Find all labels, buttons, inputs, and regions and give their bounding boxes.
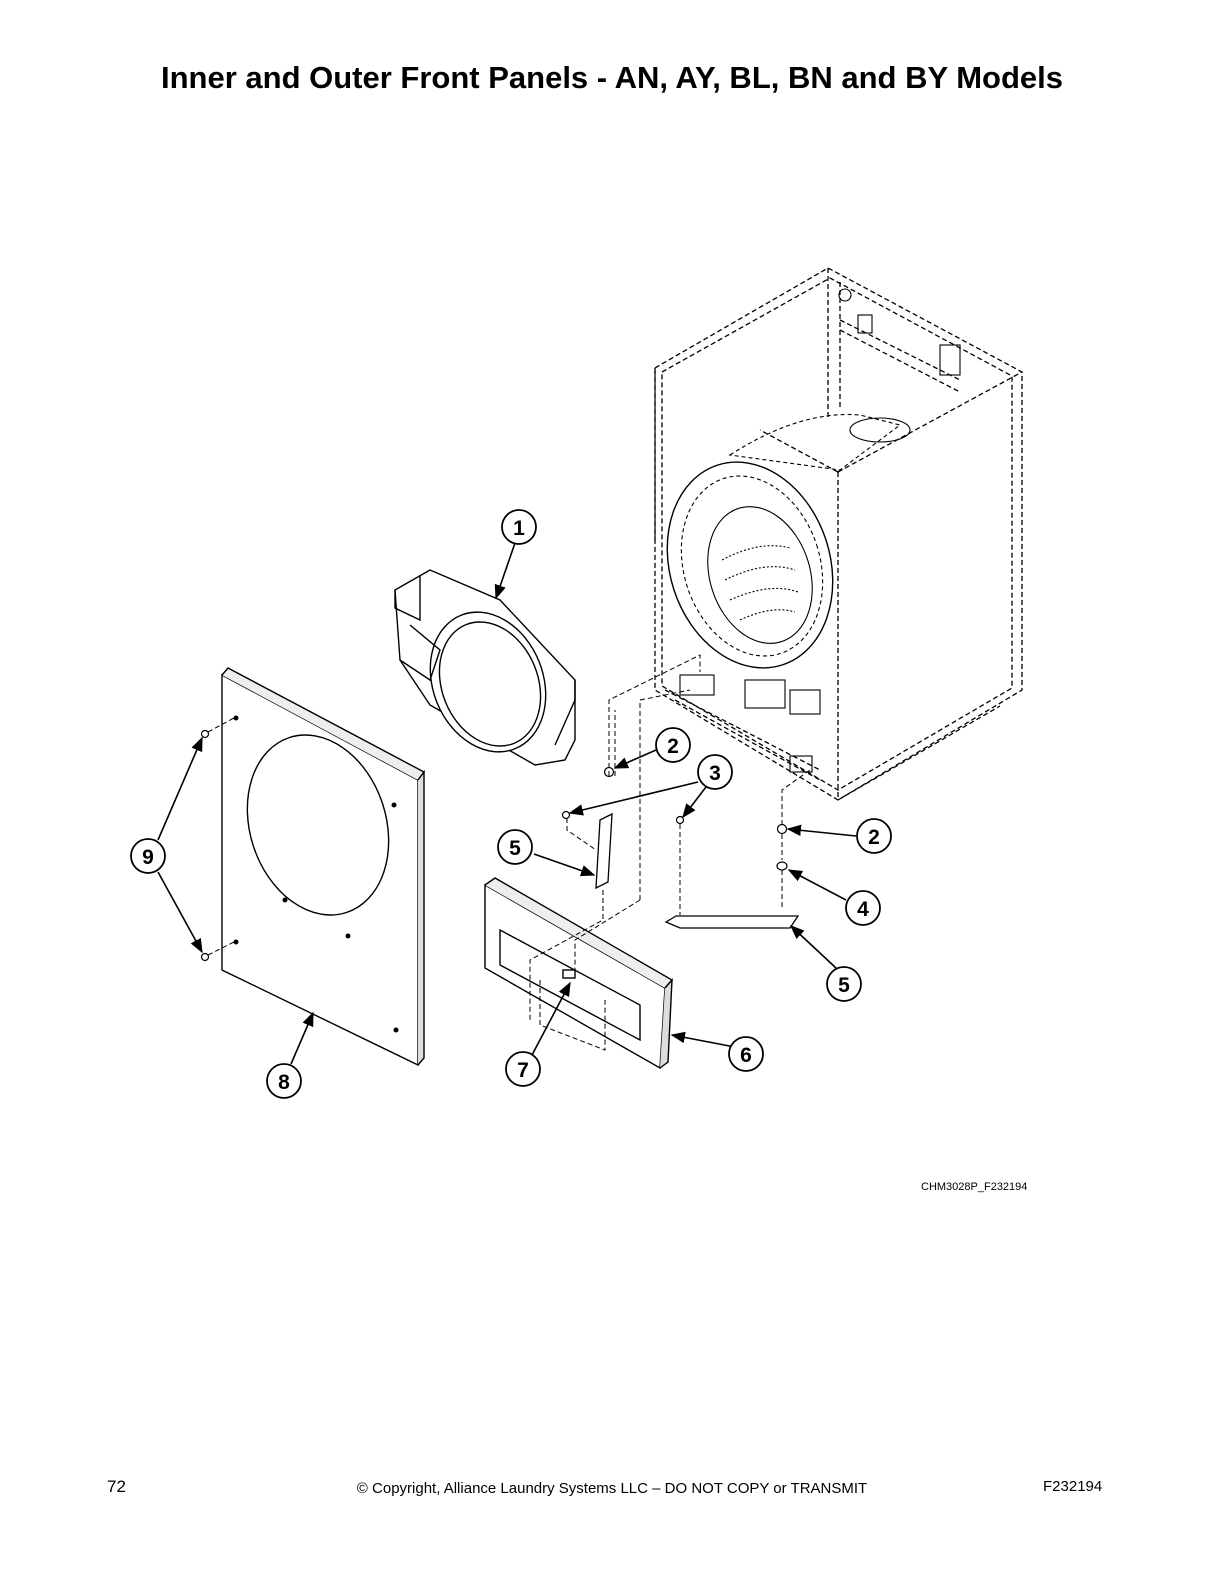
lower-front-panel [484, 877, 674, 1070]
leader-arrows [157, 542, 857, 1065]
callout-1: 1 [501, 509, 537, 545]
callout-label: 8 [278, 1071, 290, 1094]
callout-7: 7 [505, 1051, 541, 1087]
callout-3: 3 [697, 754, 733, 790]
callout-label: 2 [868, 826, 880, 849]
outer-front-panel [221, 667, 426, 1067]
callout-9: 9 [130, 838, 166, 874]
callout-label: 5 [838, 974, 850, 997]
cabinet-interior [666, 288, 961, 773]
copyright-notice: © Copyright, Alliance Laundry Systems LL… [356, 1480, 868, 1497]
callout-2b: 2 [856, 818, 892, 854]
callout-label: 1 [513, 517, 525, 540]
callout-label: 7 [517, 1059, 529, 1082]
page-number: 72 [107, 1477, 126, 1496]
callout-label: 3 [709, 762, 721, 785]
callout-4: 4 [845, 890, 881, 926]
callout-5b: 5 [826, 966, 862, 1002]
page-title: Inner and Outer Front Panels - AN, AY, B… [161, 60, 1063, 95]
panel-screws [200, 729, 210, 962]
outer-panel-screw-guides [207, 717, 235, 956]
callout-label: 5 [509, 837, 521, 860]
inner-front-panel [394, 569, 576, 766]
document-code: F232194 [1043, 1478, 1103, 1495]
callout-label: 4 [857, 898, 869, 921]
callout-label: 2 [667, 735, 679, 758]
callout-8: 8 [266, 1063, 302, 1099]
strip-left [595, 812, 613, 890]
callout-label: 6 [740, 1044, 752, 1067]
hardware [561, 766, 788, 871]
callout-label: 9 [142, 846, 154, 869]
callout-2: 2 [655, 727, 691, 763]
strip-right [664, 915, 800, 929]
figure-code: CHM3028P_F232194 [921, 1181, 1028, 1193]
callout-5a: 5 [497, 829, 533, 865]
callout-6: 6 [728, 1036, 764, 1072]
cabinet-outline [654, 267, 1023, 801]
